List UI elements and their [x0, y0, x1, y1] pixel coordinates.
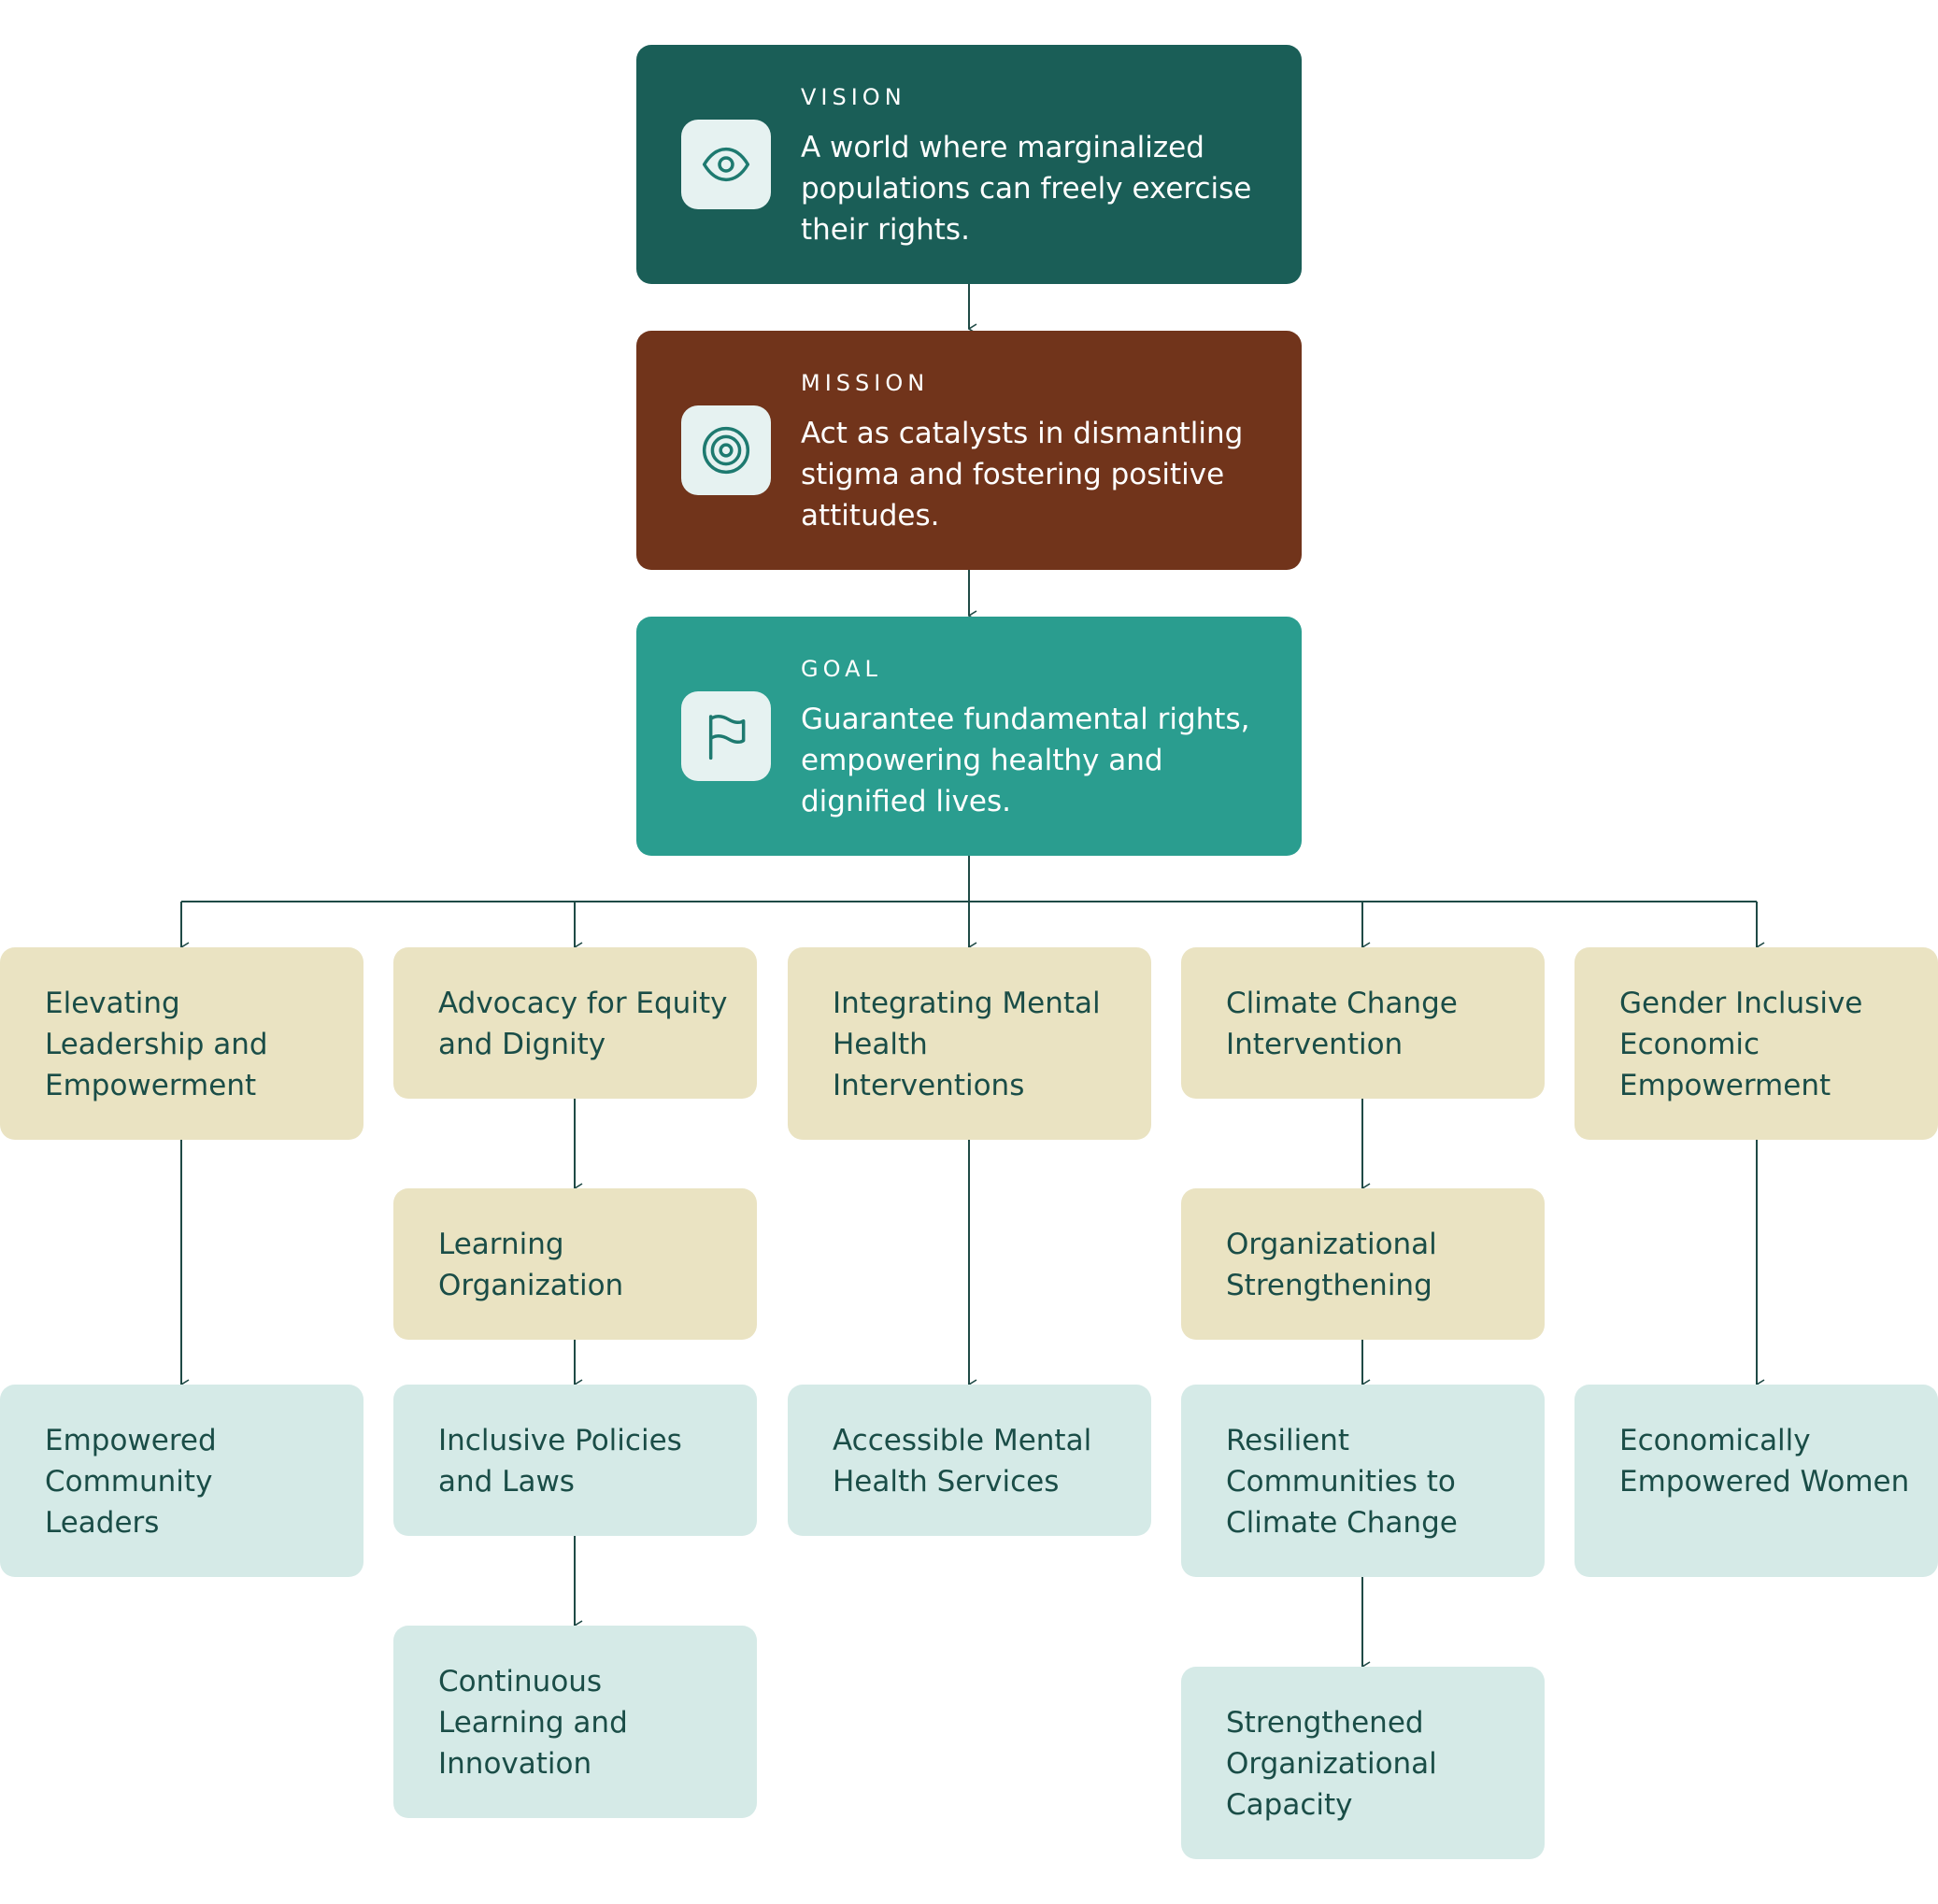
eye-icon: [681, 120, 771, 209]
vision-box: VISION A world where marginalized popula…: [636, 45, 1302, 284]
vision-text: A world where marginalized populations c…: [801, 131, 1252, 247]
strategy-box-climate: Climate Change Intervention: [1181, 947, 1545, 1099]
strategy-box-advocacy: Advocacy for Equity and Dignity: [393, 947, 757, 1099]
strategy-label: Gender Inclusive Economic Empowerment: [1619, 987, 1863, 1102]
outcome-box-continuous-learning: Continuous Learning and Innovation: [393, 1626, 757, 1818]
strategy-box-leadership: Elevating Leadership and Empowerment: [0, 947, 363, 1140]
outcome-label: Accessible Mental Health Services: [833, 1424, 1092, 1499]
outcome-box-community-leaders: Empowered Community Leaders: [0, 1385, 363, 1577]
outcome-box-mental-health-services: Accessible Mental Health Services: [788, 1385, 1151, 1536]
outcome-label: Inclusive Policies and Laws: [438, 1424, 682, 1499]
outcome-label: Continuous Learning and Innovation: [438, 1665, 628, 1781]
goal-text: Guarantee fundamental rights, empowering…: [801, 703, 1250, 818]
strategy-box-gender: Gender Inclusive Economic Empowerment: [1575, 947, 1938, 1140]
outcome-label: Resilient Communities to Climate Change: [1226, 1424, 1458, 1540]
outcome-label: Empowered Community Leaders: [45, 1424, 217, 1540]
target-icon: [681, 405, 771, 495]
outcome-label: Strengthened Organizational Capacity: [1226, 1706, 1437, 1822]
mission-label: MISSION: [801, 370, 930, 396]
outcome-box-empowered-women: Economically Empowered Women: [1575, 1385, 1938, 1577]
strategy-label: Elevating Leadership and Empowerment: [45, 987, 268, 1102]
outcome-box-inclusive-policies: Inclusive Policies and Laws: [393, 1385, 757, 1536]
outcome-box-organizational-capacity: Strengthened Organizational Capacity: [1181, 1667, 1545, 1859]
strategy-label: Organizational Strengthening: [1226, 1228, 1437, 1302]
strategy-box-learning-organization: Learning Organization: [393, 1188, 757, 1340]
strategy-box-mental-health: Integrating Mental Health Interventions: [788, 947, 1151, 1140]
strategy-label: Integrating Mental Health Interventions: [833, 987, 1101, 1102]
mission-text: Act as catalysts in dismantling stigma a…: [801, 417, 1244, 533]
strategy-box-organizational-strengthening: Organizational Strengthening: [1181, 1188, 1545, 1340]
outcome-box-resilient-communities: Resilient Communities to Climate Change: [1181, 1385, 1545, 1577]
vision-label: VISION: [801, 84, 906, 110]
strategy-label: Climate Change Intervention: [1226, 987, 1458, 1061]
goal-label: GOAL: [801, 656, 882, 682]
strategy-label: Learning Organization: [438, 1228, 624, 1302]
goal-box: GOAL Guarantee fundamental rights, empow…: [636, 617, 1302, 856]
outcome-label: Economically Empowered Women: [1619, 1424, 1910, 1499]
mission-box: MISSION Act as catalysts in dismantling …: [636, 331, 1302, 570]
flag-icon: [681, 691, 771, 781]
strategy-label: Advocacy for Equity and Dignity: [438, 987, 728, 1061]
